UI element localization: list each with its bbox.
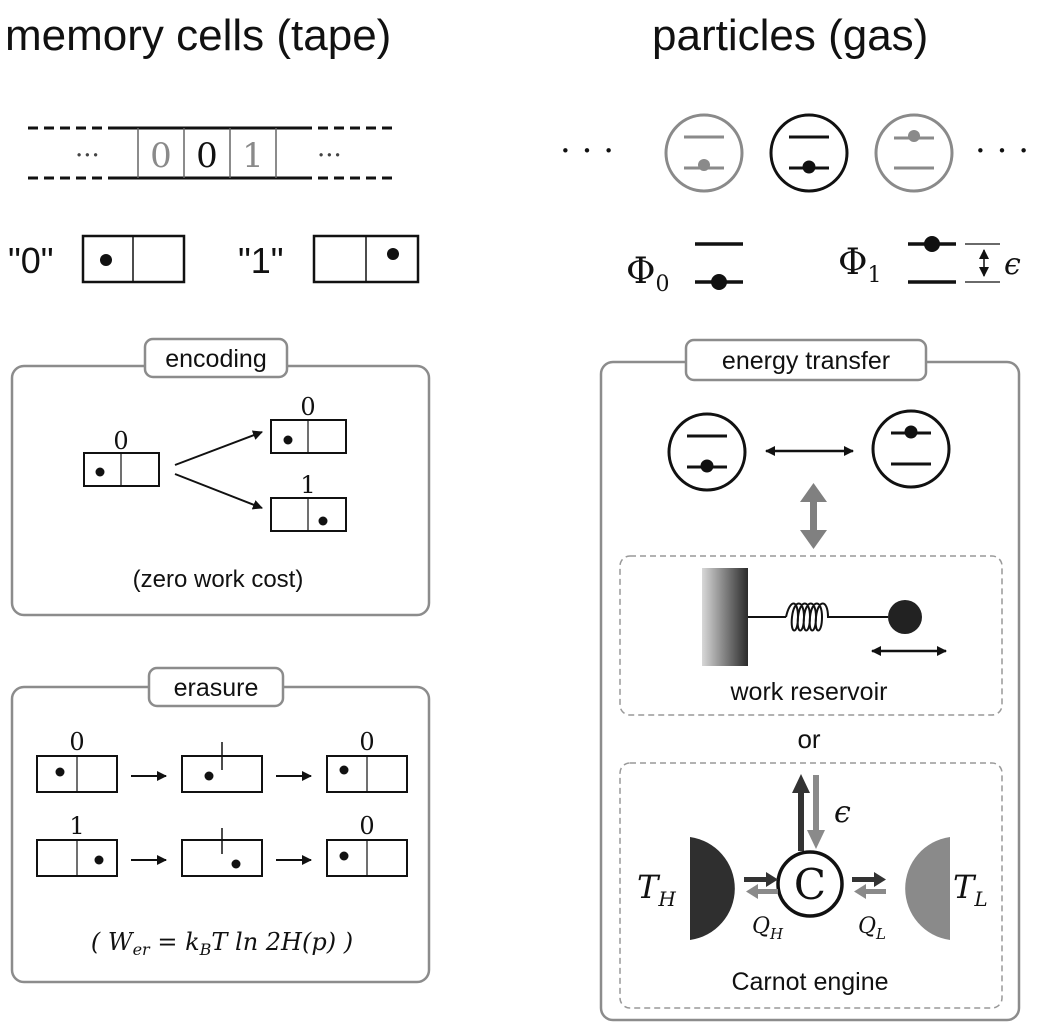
energy-transfer-panel: energy transfer work reservoir: [599, 338, 1021, 1022]
right-title: particles (gas): [652, 11, 928, 60]
erasure-row1-in-bit: 0: [69, 728, 84, 756]
state-one-label: "1": [238, 240, 284, 281]
qh-arrows: [744, 872, 778, 899]
state-one-cell: [312, 234, 420, 284]
carnot-engine-letter: C: [794, 860, 826, 909]
state-zero-label: "0": [8, 240, 54, 281]
epsilon-label: ϵ: [1004, 247, 1021, 282]
hot-reservoir-icon: [690, 837, 735, 940]
carnot-epsilon-label: ϵ: [834, 795, 851, 830]
phi0-label: Φ0: [626, 251, 670, 297]
tape-cell-2: 0: [196, 136, 218, 176]
cold-reservoir-icon: [905, 837, 950, 940]
th-label: TH: [637, 868, 676, 911]
particle-ground-black: [769, 113, 849, 193]
carnot-box: [619, 762, 1003, 1009]
particles-left-dots: · · ·: [560, 131, 614, 171]
work-reservoir-label: work reservoir: [730, 678, 888, 706]
tape-cell-1: 0: [150, 136, 172, 176]
erasure-panel: erasure 0 0 1 0 ( Wer = kBT ln 2H(p) ): [10, 666, 431, 984]
phi1-levels: [908, 236, 1000, 284]
tape-left-ellipsis: ···: [75, 141, 100, 171]
exchange-ground-particle: [667, 412, 747, 492]
encoding-out-top-bit: 0: [300, 393, 315, 421]
tape-right-ellipsis: ···: [317, 141, 342, 171]
erasure-row2-in-bit: 1: [69, 812, 84, 840]
work-reservoir-box: [619, 555, 1003, 716]
erasure-formula: ( Wer = kBT ln 2H(p) ): [91, 928, 353, 959]
ql-label: QL: [858, 914, 886, 943]
particle-ground-gray: [664, 113, 744, 193]
spring-icon: [785, 602, 888, 632]
epsilon-arrows: [792, 774, 825, 851]
state-zero-cell: [81, 234, 186, 284]
particle-excited-gray: [874, 113, 954, 193]
qh-label: QH: [752, 914, 784, 943]
tl-label: TL: [953, 868, 988, 911]
energy-transfer-label: energy transfer: [722, 347, 890, 375]
gray-vertical-arrow: [800, 483, 827, 549]
phi0-levels: [695, 242, 743, 290]
or-label: or: [797, 724, 820, 754]
ql-arrows: [852, 872, 886, 899]
left-title: memory cells (tape): [5, 11, 391, 60]
exchange-excited-particle: [871, 409, 951, 489]
encoding-label: encoding: [165, 345, 266, 373]
encoding-input-bit: 0: [113, 427, 128, 455]
encoding-out-bottom-bit: 1: [300, 471, 315, 499]
particles-right-dots: · · ·: [975, 131, 1029, 171]
tape: ··· ··· 0 0 1: [28, 126, 392, 180]
carnot-label: Carnot engine: [731, 968, 888, 996]
encoding-note: (zero work cost): [133, 566, 304, 593]
erasure-row2-out-bit: 0: [359, 812, 374, 840]
encoding-panel: encoding 0 0 1 (zero work cost): [10, 337, 431, 617]
carnot-engine-icon: [776, 850, 844, 918]
erasure-label: erasure: [174, 674, 259, 702]
phi1-label: Φ1: [838, 242, 882, 288]
wall-icon: [702, 568, 748, 666]
mass-icon: [888, 600, 922, 634]
tape-cell-3: 1: [242, 136, 264, 176]
erasure-row1-out-bit: 0: [359, 728, 374, 756]
